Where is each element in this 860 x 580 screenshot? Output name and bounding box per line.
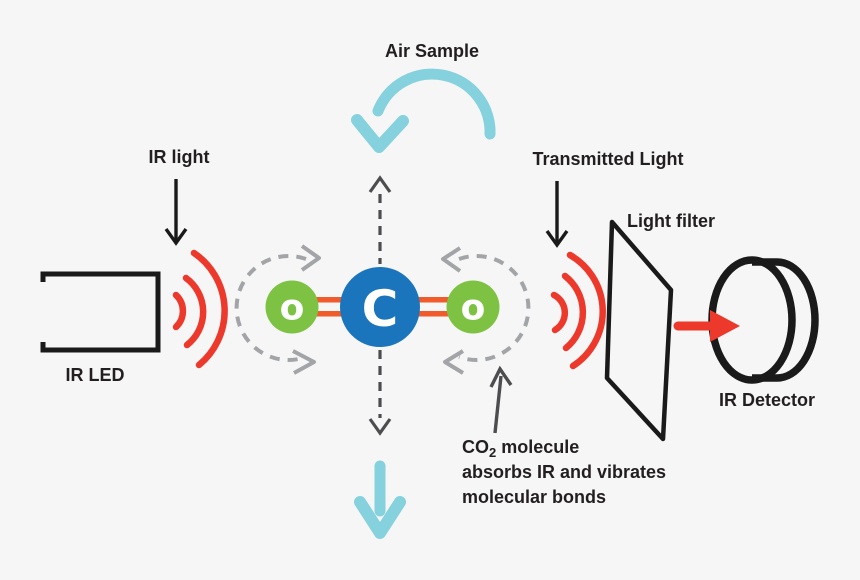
stretch-arc-left-head-top bbox=[300, 244, 321, 272]
note-pointer-head bbox=[489, 365, 513, 388]
air-flow-arc-arrowhead bbox=[351, 114, 409, 153]
stretch-arc-right-icon bbox=[441, 246, 531, 375]
transmitted-light-label: Transmitted Light bbox=[532, 149, 684, 169]
carbon-atom bbox=[340, 267, 420, 347]
carbon-letter: C bbox=[362, 280, 399, 338]
ir-detector-label: IR Detector bbox=[718, 390, 816, 410]
stretch-arc-left-stroke bbox=[234, 254, 307, 362]
detector-arrow-head bbox=[710, 310, 740, 342]
oxygen-letter-left: o bbox=[280, 288, 305, 329]
co2-molecule: C o o bbox=[265, 267, 500, 347]
vibration-up-head bbox=[368, 175, 392, 193]
transmitted-arrow-head bbox=[545, 230, 569, 248]
air-flow-arc-stroke bbox=[372, 68, 496, 140]
detector-body-back bbox=[752, 258, 819, 382]
oxygen-letter-right: o bbox=[461, 288, 486, 329]
ir-wave-left-icon bbox=[172, 249, 228, 369]
note-line-2: absorbs IR and vibrates bbox=[462, 462, 667, 482]
wave-arc-large bbox=[190, 249, 228, 369]
note-co: CO bbox=[462, 437, 489, 457]
note-subscript-2: 2 bbox=[489, 445, 497, 460]
stretch-arc-left-head-bottom bbox=[292, 349, 316, 375]
wave-arc-medium bbox=[182, 274, 207, 349]
air-flow-arc-icon bbox=[351, 68, 496, 153]
note-line-3: molecular bonds bbox=[462, 487, 607, 507]
oxygen-atom-right bbox=[446, 280, 500, 334]
ir-light-arrow-icon bbox=[164, 179, 188, 246]
stretch-arc-right-stroke bbox=[458, 254, 531, 362]
vibration-arrow-up-icon bbox=[368, 175, 392, 264]
stretch-arc-right-head-top bbox=[441, 246, 462, 273]
wave-arc-medium bbox=[561, 272, 587, 352]
light-filter-shape bbox=[604, 219, 674, 442]
vibration-down-head bbox=[368, 418, 392, 436]
stretch-arc-right-head-bottom bbox=[443, 349, 465, 375]
ir-light-arrow-head bbox=[164, 228, 188, 246]
ir-led-housing bbox=[40, 271, 161, 353]
transmitted-light-arrow-icon bbox=[545, 181, 569, 248]
note-molecule-word: molecule bbox=[496, 437, 580, 457]
light-filter-label: Light filter bbox=[627, 211, 715, 231]
air-sample-label: Air Sample bbox=[384, 41, 480, 61]
detector-arrow-icon bbox=[673, 310, 740, 342]
vibration-arrow-down-icon bbox=[368, 350, 392, 436]
wave-arc-small bbox=[550, 291, 569, 334]
note-pointer-shaft bbox=[493, 375, 503, 434]
ir-wave-right-icon bbox=[550, 251, 606, 370]
stretch-arc-left-icon bbox=[234, 244, 321, 375]
air-flow-down-head bbox=[354, 496, 406, 539]
wave-arc-small bbox=[172, 291, 187, 331]
note-pointer-arrow-icon bbox=[489, 365, 513, 434]
ir-led-label: IR LED bbox=[65, 365, 125, 385]
oxygen-atom-left bbox=[265, 280, 319, 334]
co2-absorption-note: CO2 molecule absorbs IR and vibrates mol… bbox=[462, 435, 666, 510]
wave-arc-large bbox=[566, 251, 606, 370]
air-flow-down-arrow-icon bbox=[354, 460, 406, 539]
ir-light-label: IR light bbox=[148, 147, 210, 167]
note-line-1: CO2 molecule bbox=[462, 435, 666, 460]
